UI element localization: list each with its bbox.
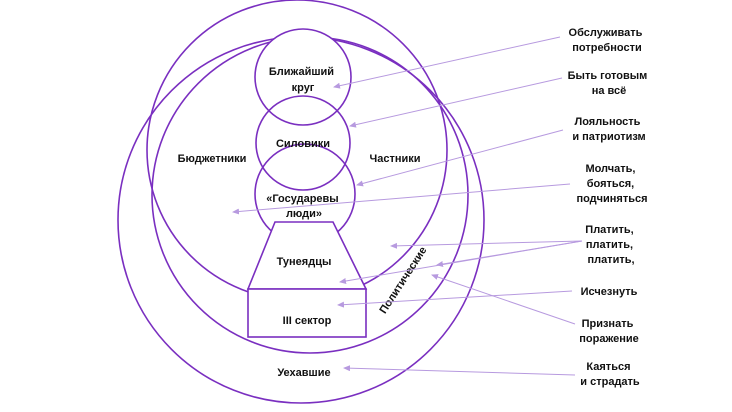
uekhavshie-label: Уехавшие	[277, 367, 330, 379]
right-label-platit: Платить, платить, платить,	[585, 224, 636, 266]
right-label-kayatsya: Каяться и страдать	[580, 361, 640, 388]
arrow-obsluzhivat	[333, 36, 561, 89]
chastniki-label: Частники	[369, 153, 420, 165]
closest-circle-shape	[254, 28, 352, 126]
right-label-ischeznut: Исчезнуть	[581, 286, 638, 298]
tuneyadtsy-label: Тунеядцы	[277, 256, 332, 268]
arrow-molchat	[232, 183, 571, 215]
gosudarevy-label: «Государевы люди»	[266, 193, 342, 220]
siloviki-label: Силовики	[276, 138, 330, 150]
arrow-kayatsya	[343, 365, 576, 376]
arrow-platit-3	[339, 240, 583, 284]
right-label-loyalnost: Лояльность и патриотизм	[572, 116, 645, 143]
arrow-ischeznut	[337, 290, 573, 308]
arrows	[232, 36, 583, 376]
right-label-byt-gotovym: Быть готовым на всё	[568, 70, 651, 97]
right-label-priznat: Признать поражение	[579, 318, 639, 345]
right-label-obsluzhivat: Обслуживать потребности	[569, 27, 646, 54]
siloviki-circle-shape	[255, 95, 351, 191]
budzhetniki-label: Бюджетники	[178, 153, 247, 165]
arrow-platit-1	[390, 240, 583, 249]
third-sector-label: III сектор	[283, 315, 332, 327]
arrow-byt-gotovym	[349, 77, 563, 128]
arrow-loyalnost	[356, 129, 564, 187]
right-label-molchat: Молчать, бояться, подчиняться	[576, 163, 647, 205]
closest-circle-label: Ближайший круг	[269, 66, 337, 94]
arrow-priznat	[431, 274, 576, 325]
third-sector-box	[247, 288, 367, 338]
